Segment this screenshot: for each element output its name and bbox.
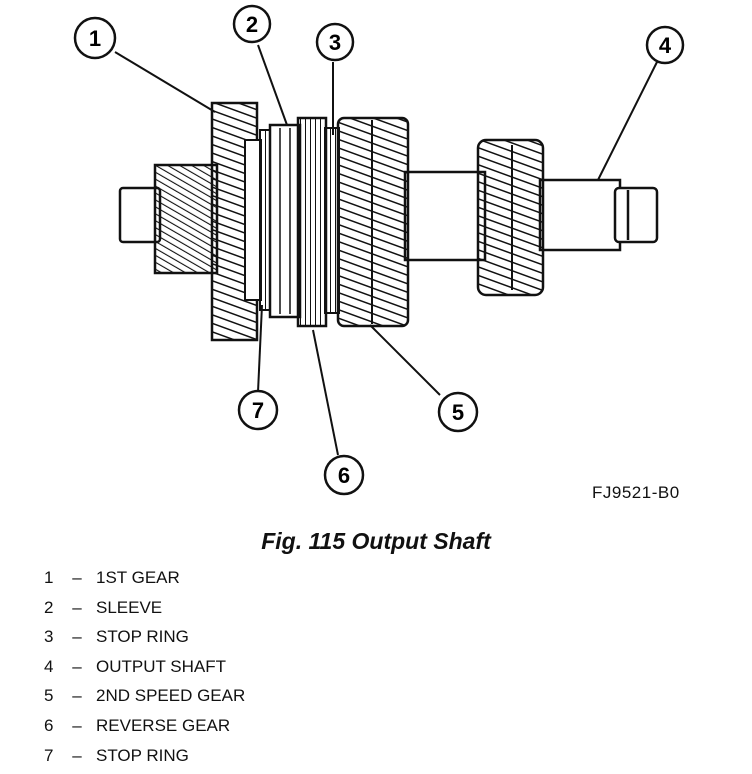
- legend-text: OUTPUT SHAFT: [96, 656, 227, 676]
- parts-legend: 1–1ST GEAR 2–SLEEVE 3–STOP RING 4–OUTPUT…: [44, 563, 245, 770]
- svg-text:7: 7: [252, 398, 264, 423]
- legend-item: 5–2ND SPEED GEAR: [44, 681, 245, 711]
- leader-5: [369, 324, 441, 396]
- legend-dash: –: [72, 686, 82, 706]
- svg-text:3: 3: [329, 30, 341, 55]
- svg-text:6: 6: [338, 463, 350, 488]
- shaft-gear-cluster: [476, 138, 545, 297]
- legend-item: 1–1ST GEAR: [44, 563, 245, 593]
- figure-code: FJ9521-B0: [592, 483, 680, 502]
- first-gear: [210, 101, 262, 342]
- callout-4: 4: [645, 25, 685, 65]
- legend-number: 6: [44, 715, 54, 735]
- legend-text: 2ND SPEED GEAR: [96, 686, 246, 706]
- legend-dash: –: [72, 745, 82, 765]
- leader-2: [257, 44, 288, 126]
- legend-item: 3–STOP RING: [44, 622, 245, 652]
- legend-number: 3: [44, 627, 54, 647]
- second-speed-gear: [336, 116, 410, 328]
- svg-text:2: 2: [246, 12, 258, 37]
- leader-6: [312, 329, 339, 456]
- legend-dash: –: [72, 715, 82, 735]
- legend-dash: –: [72, 656, 82, 676]
- svg-text:5: 5: [452, 400, 464, 425]
- legend-number: 2: [44, 597, 54, 617]
- legend-number: 1: [44, 568, 54, 587]
- legend-dash: –: [72, 597, 82, 617]
- leader-lines: [114, 44, 658, 456]
- svg-text:4: 4: [659, 33, 672, 58]
- figure-caption: Fig. 115 Output Shaft: [261, 528, 491, 554]
- legend-text: SLEEVE: [96, 597, 163, 617]
- legend-text: REVERSE GEAR: [96, 715, 231, 735]
- legend-number: 4: [44, 656, 54, 676]
- legend-item: 7–STOP RING: [44, 741, 245, 771]
- leader-7: [257, 304, 263, 393]
- reverse-gear: [296, 116, 328, 328]
- callout-5: 5: [437, 391, 479, 433]
- legend-item: 6–REVERSE GEAR: [44, 711, 245, 741]
- legend-text: 1ST GEAR: [96, 568, 180, 587]
- leader-4: [597, 61, 658, 181]
- legend-text: STOP RING: [96, 745, 189, 765]
- callout-1: 1: [73, 16, 117, 60]
- legend-text: STOP RING: [96, 627, 189, 647]
- legend-number: 5: [44, 686, 54, 706]
- svg-text:1: 1: [89, 26, 101, 51]
- callout-2: 2: [232, 4, 272, 44]
- output-shaft: [118, 170, 659, 262]
- callout-3: 3: [315, 22, 355, 62]
- output-shaft-diagram: 1 2 3 4 5 6 7: [73, 4, 685, 496]
- callout-6: 6: [323, 454, 365, 496]
- legend-number: 7: [44, 745, 54, 765]
- leader-1: [114, 51, 216, 113]
- legend-item: 2–SLEEVE: [44, 593, 245, 623]
- sleeve: [268, 123, 302, 319]
- shaft-spline-left: [153, 163, 219, 275]
- callout-7: 7: [237, 389, 279, 431]
- legend-dash: –: [72, 627, 82, 647]
- legend-item: 4–OUTPUT SHAFT: [44, 652, 245, 682]
- legend-dash: –: [72, 568, 82, 587]
